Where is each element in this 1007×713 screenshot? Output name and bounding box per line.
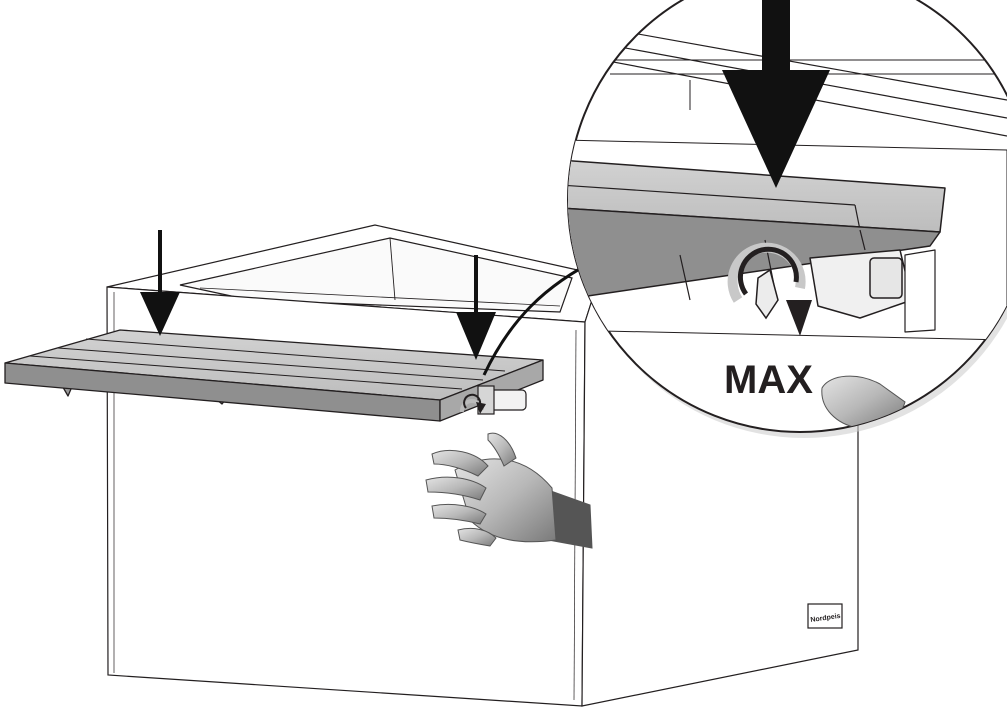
- brand-label: Nordpeis: [810, 613, 841, 624]
- max-label: MAX: [724, 358, 813, 402]
- zoom-callout: MAX: [567, 0, 1007, 438]
- rotate-clockwise-icon: [459, 393, 486, 414]
- brand-plate: Nordpeis: [807, 603, 843, 629]
- arrow-down-icon: [456, 255, 496, 360]
- hand-icon: [425, 432, 593, 549]
- wall-bracket: [477, 385, 527, 415]
- arrow-down-icon: [140, 230, 180, 336]
- rotate-clockwise-icon: [727, 242, 812, 336]
- arrow-down-icon: [722, 0, 830, 188]
